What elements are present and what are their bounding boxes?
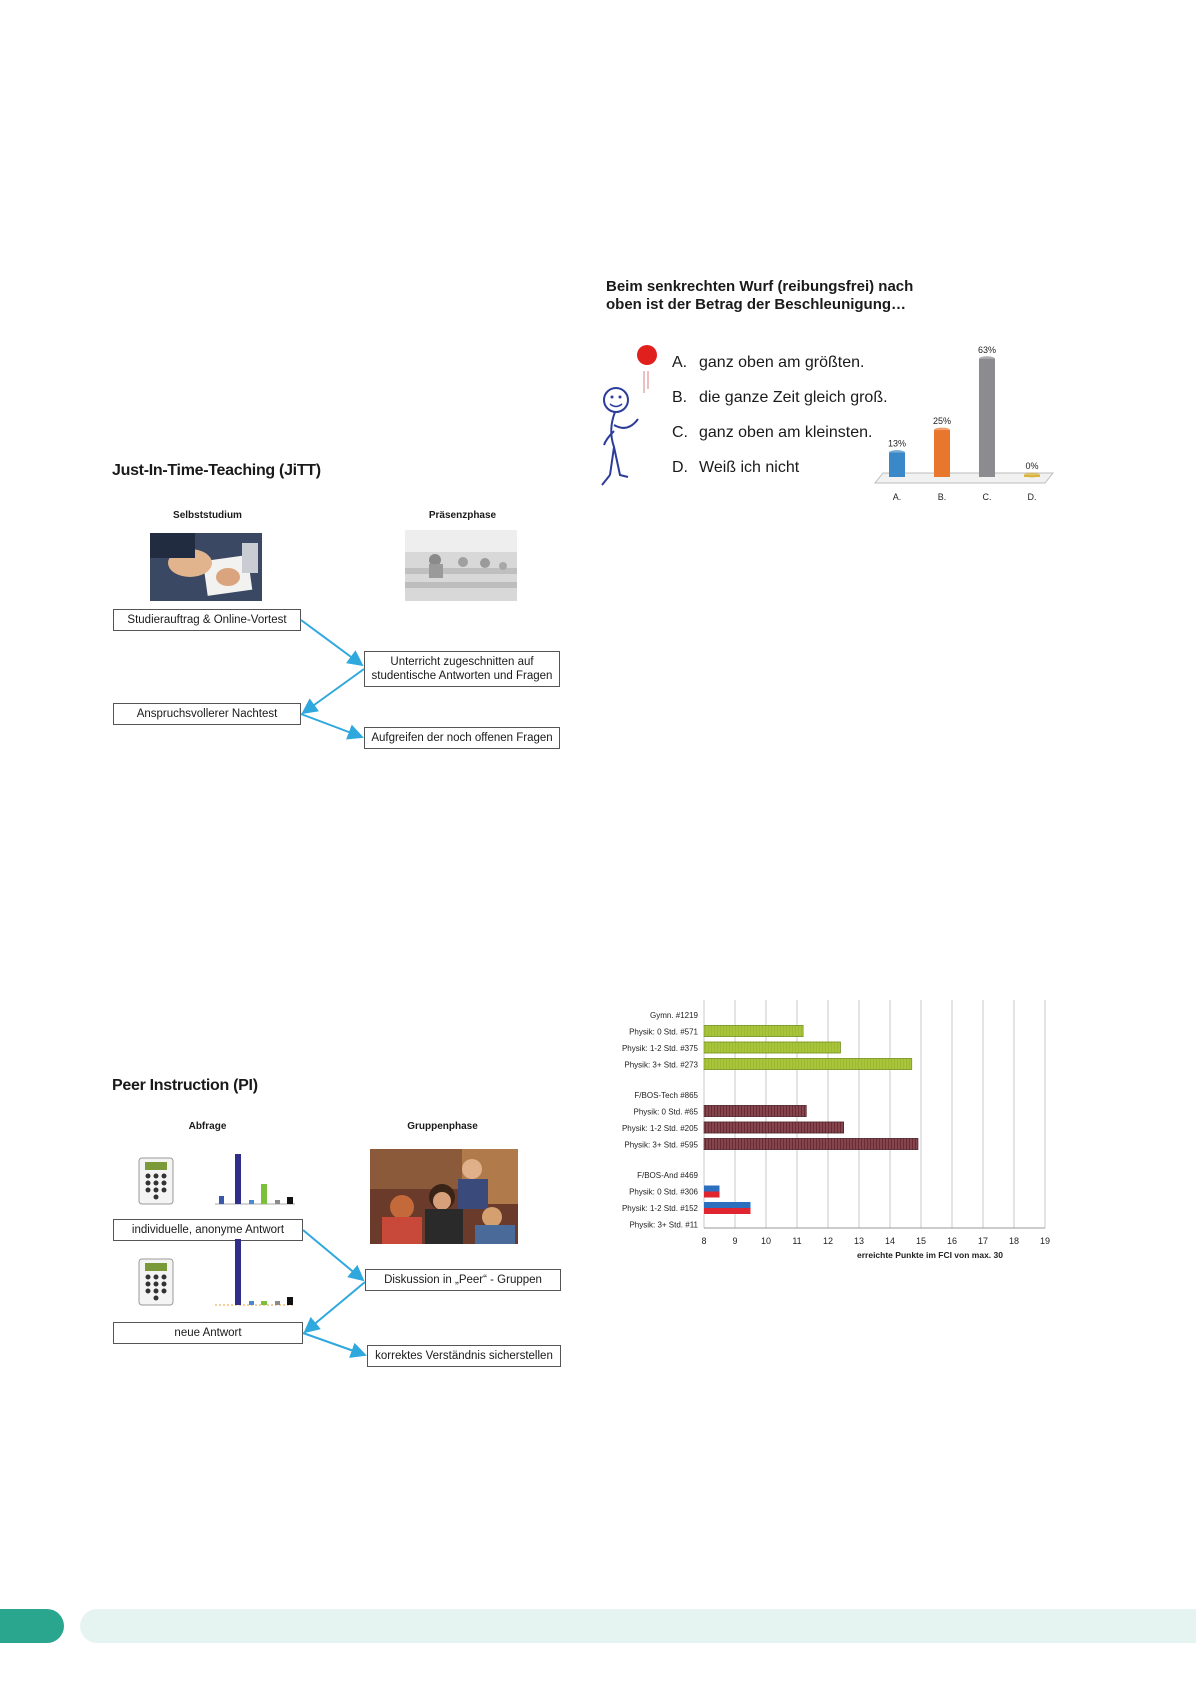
quiz-option-c: C.ganz oben am kleinsten. xyxy=(672,424,872,442)
data-label-0: 13% xyxy=(888,439,906,449)
data-label-2: 63% xyxy=(978,345,996,355)
page-footer-band xyxy=(80,1609,1196,1643)
bar-top-3 xyxy=(1024,473,1040,478)
quiz-option-d: D.Weiß ich nicht xyxy=(672,459,799,477)
bar-9 xyxy=(704,1192,720,1198)
bar-10 xyxy=(704,1208,751,1214)
stick-figure-throwing-ball-icon xyxy=(598,335,658,495)
row-label-4: F/BOS-Tech #865 xyxy=(634,1091,698,1100)
x-tick-17: 17 xyxy=(978,1236,988,1246)
category-label-2: C. xyxy=(983,492,992,502)
data-label-1: 25% xyxy=(933,416,951,426)
bar-top-1 xyxy=(934,428,950,433)
quiz-option-a: A.ganz oben am größten. xyxy=(672,354,864,372)
bar-top-2 xyxy=(979,356,995,361)
bar-top-0 xyxy=(889,450,905,455)
x-tick-15: 15 xyxy=(916,1236,926,1246)
category-label-0: A. xyxy=(893,492,902,502)
row-label-6: Physik: 1-2 Std. #205 xyxy=(622,1124,699,1133)
pi-col-left-label: Abfrage xyxy=(150,1121,265,1132)
x-tick-8: 8 xyxy=(701,1236,706,1246)
quiz-title-line-2: oben ist der Betrag der Beschleunigung… xyxy=(606,296,913,314)
category-label-3: D. xyxy=(1028,492,1037,502)
x-axis-title: erreichte Punkte im FCI von max. 30 xyxy=(857,1250,1003,1260)
bar-a xyxy=(889,453,905,477)
category-label-1: B. xyxy=(938,492,947,502)
row-label-2: Physik: 1-2 Std. #375 xyxy=(622,1044,699,1053)
row-label-8: F/BOS-And #469 xyxy=(637,1171,698,1180)
x-tick-9: 9 xyxy=(732,1236,737,1246)
x-tick-13: 13 xyxy=(854,1236,864,1246)
row-label-7: Physik: 3+ Std. #595 xyxy=(624,1141,698,1150)
bar-2 xyxy=(704,1042,840,1053)
bar-7 xyxy=(704,1139,918,1150)
x-tick-11: 11 xyxy=(792,1236,801,1246)
fci-results-chart: 8 9 10 11 12 13 14 15 16 17 18 19 erreichte Punkte i… xyxy=(600,1000,1060,1280)
x-tick-14: 14 xyxy=(885,1236,895,1246)
row-label-1: Physik: 0 Std. #571 xyxy=(629,1028,698,1037)
bar-3 xyxy=(704,1059,912,1070)
row-label-0: Gymn. #1219 xyxy=(650,1011,699,1020)
row-label-9: Physik: 0 Std. #306 xyxy=(629,1188,698,1197)
x-tick-18: 18 xyxy=(1009,1236,1019,1246)
jitt-arrows xyxy=(0,0,600,760)
row-label-3: Physik: 3+ Std. #273 xyxy=(624,1061,698,1070)
x-tick-10: 10 xyxy=(761,1236,771,1246)
quiz-results-chart: 13% A. 25% B. 63% C. 0% D. xyxy=(865,345,1055,505)
bar-b xyxy=(934,430,950,477)
bar-top-10 xyxy=(704,1202,751,1208)
row-label-10: Physik: 1-2 Std. #152 xyxy=(622,1204,699,1213)
quiz-option-b: B.die ganze Zeit gleich groß. xyxy=(672,389,888,407)
row-label-5: Physik: 0 Std. #65 xyxy=(634,1108,699,1117)
x-tick-16: 16 xyxy=(947,1236,957,1246)
quiz-title: Beim senkrechten Wurf (reibungsfrei) nac… xyxy=(606,278,913,314)
pi-title: Peer Instruction (PI) xyxy=(112,1077,258,1095)
row-label-11: Physik: 3+ Std. #11 xyxy=(629,1221,698,1230)
x-tick-12: 12 xyxy=(823,1236,833,1246)
data-label-3: 0% xyxy=(1025,461,1038,471)
pi-col-right-label: Gruppenphase xyxy=(385,1121,500,1132)
page-footer-tab xyxy=(0,1609,64,1643)
quiz-title-line-1: Beim senkrechten Wurf (reibungsfrei) nac… xyxy=(606,278,913,296)
bar-c xyxy=(979,359,995,477)
x-tick-19: 19 xyxy=(1040,1236,1050,1246)
bar-top-9 xyxy=(704,1186,720,1192)
pi-arrows xyxy=(0,1200,600,1380)
